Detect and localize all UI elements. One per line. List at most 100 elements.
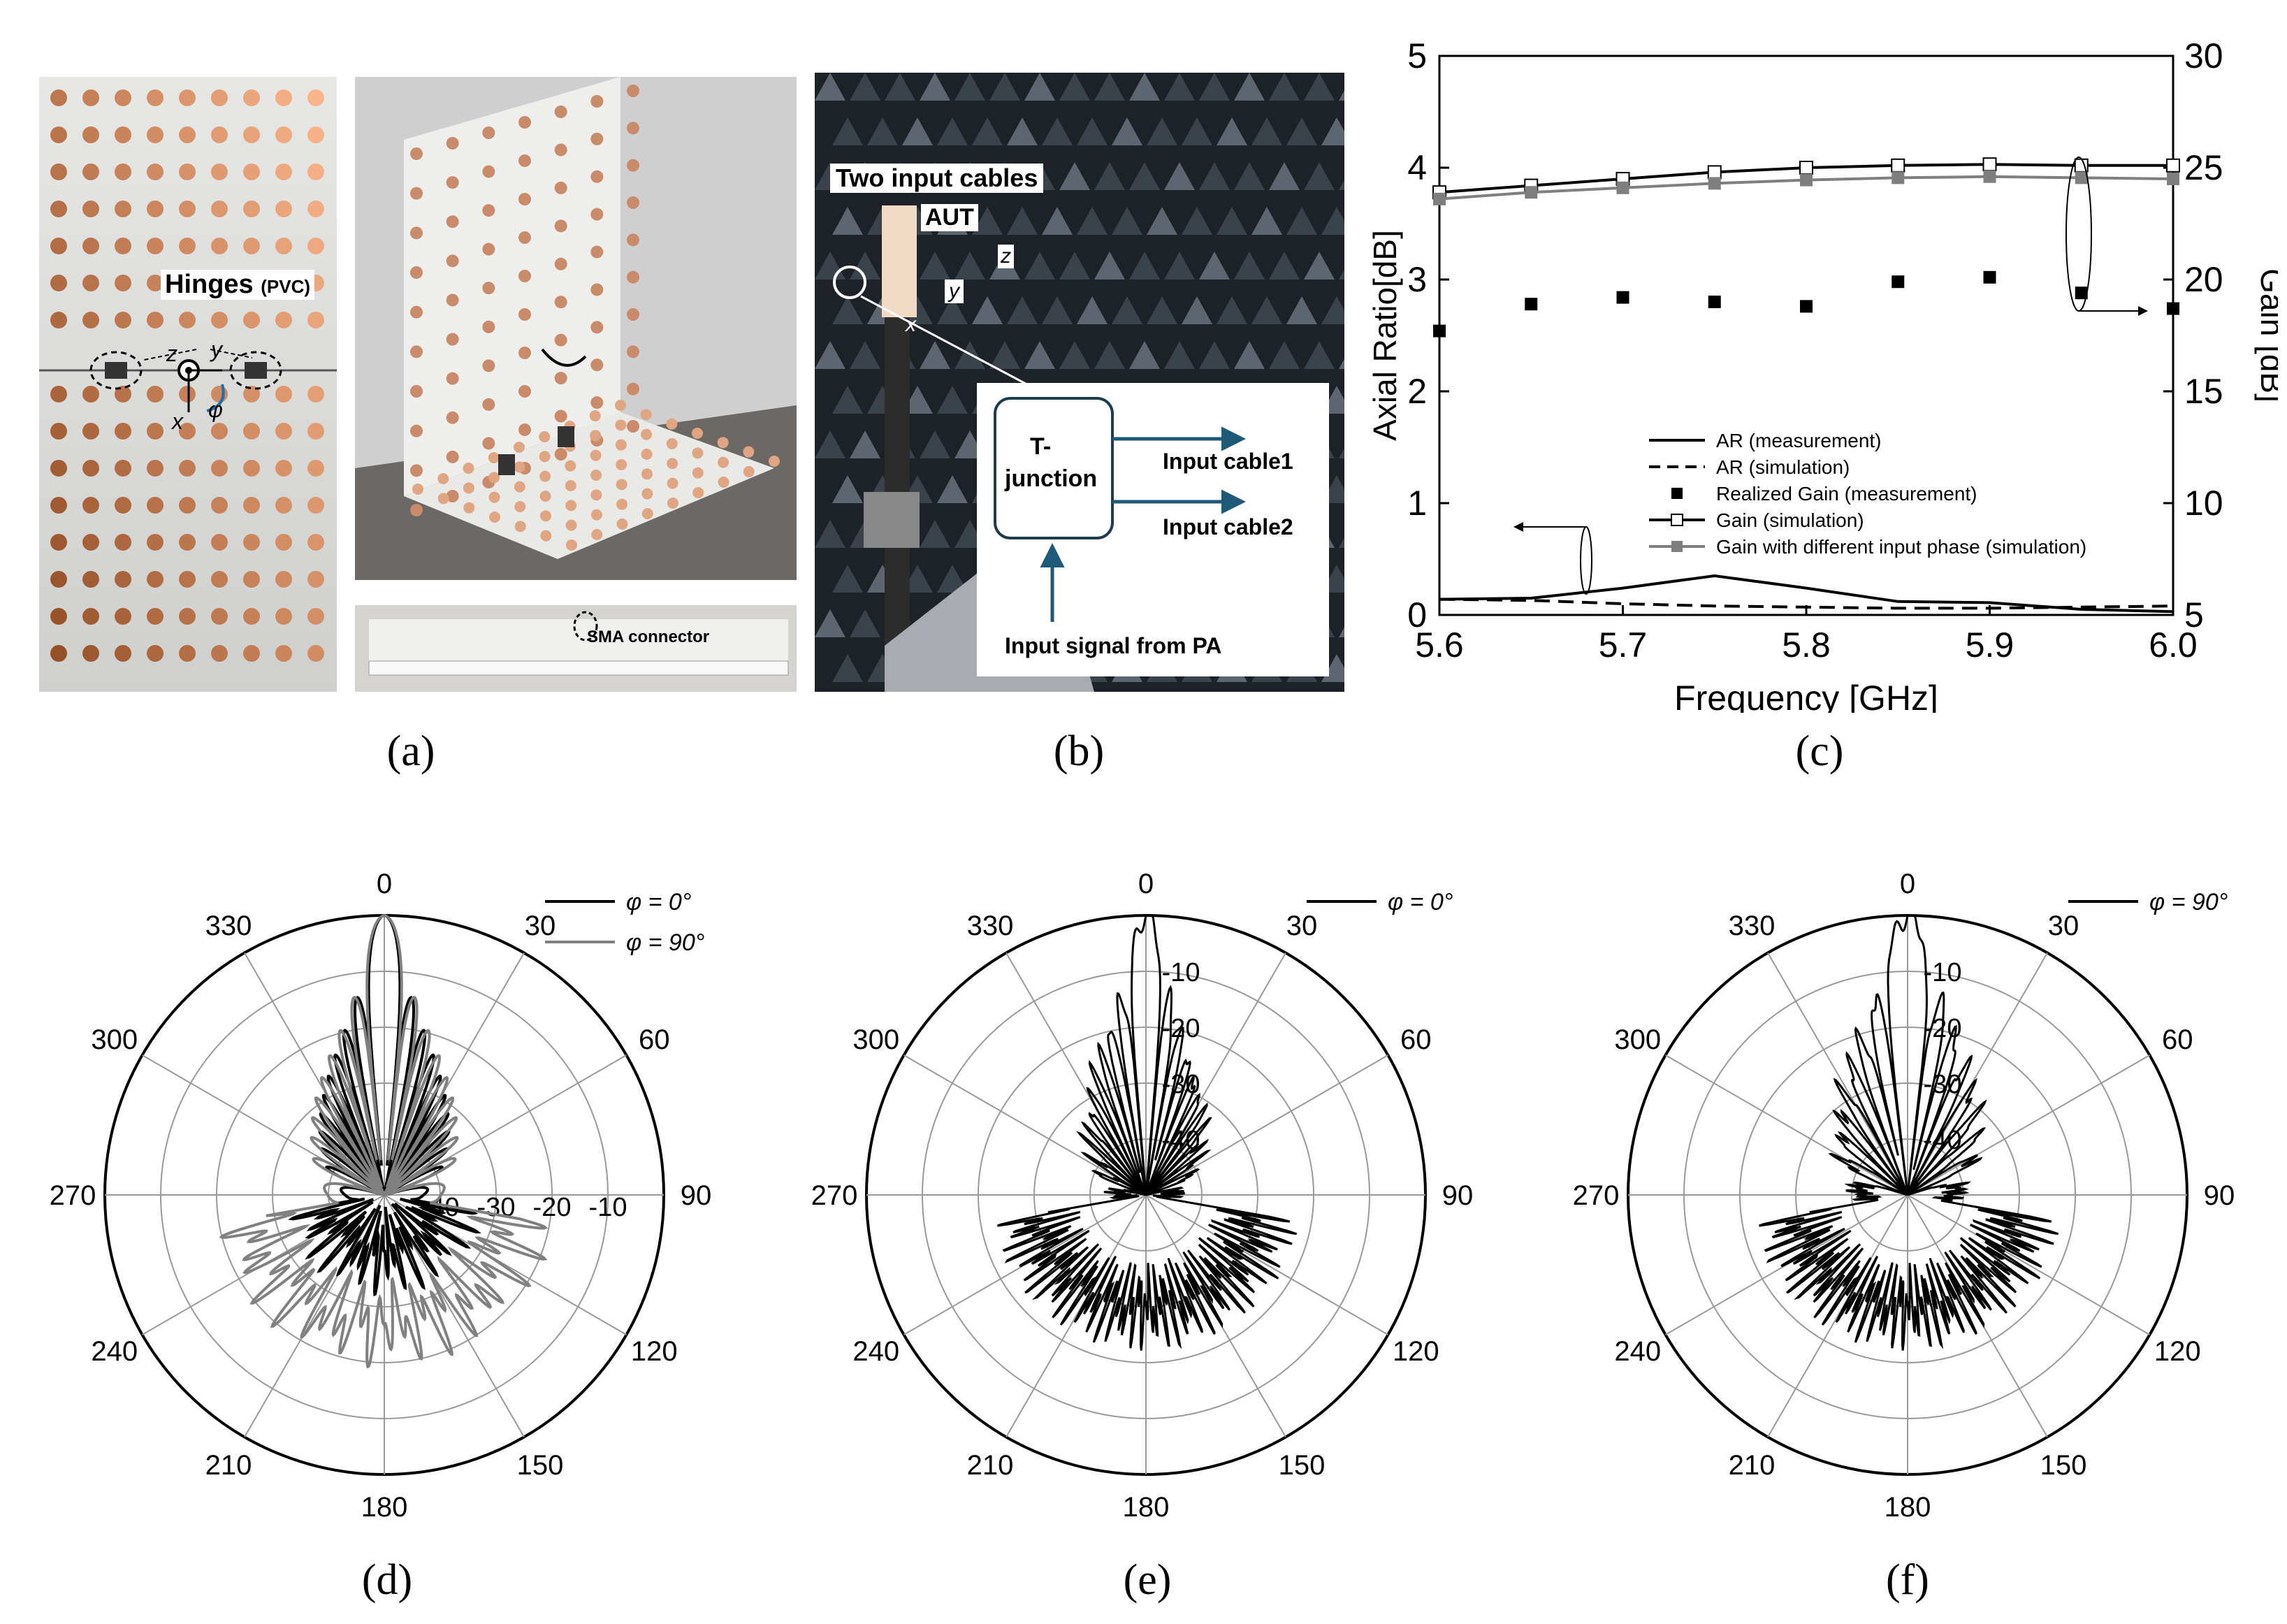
copper-patch bbox=[410, 305, 423, 319]
absorber-cone bbox=[954, 73, 985, 101]
absorber-cone bbox=[1269, 73, 1300, 101]
y2-tick-label: 10 bbox=[2184, 484, 2223, 523]
copper-patch bbox=[179, 571, 196, 588]
polar-angle-label: 150 bbox=[2040, 1450, 2087, 1481]
axis-y-label: y bbox=[211, 337, 222, 362]
tjunction-line1: T- bbox=[1030, 433, 1052, 460]
copper-patch bbox=[539, 431, 551, 442]
copper-patch bbox=[82, 423, 99, 440]
copper-patch bbox=[446, 490, 459, 502]
absorber-cone bbox=[1182, 207, 1212, 235]
gain-simulation-point bbox=[1891, 158, 1905, 173]
copper-patch bbox=[590, 170, 604, 183]
absorber-cone bbox=[1059, 341, 1090, 369]
chart-e-svg: 0306090120150180210240270300330-10-20-30… bbox=[811, 869, 1474, 1523]
copper-patch bbox=[275, 126, 292, 143]
polar-radial-label: -10 bbox=[1162, 958, 1200, 987]
copper-patch bbox=[540, 530, 552, 542]
copper-patch bbox=[211, 571, 228, 588]
polar-grid-spoke bbox=[1907, 1194, 2150, 1335]
absorber-cone bbox=[1339, 627, 1344, 637]
copper-patch bbox=[275, 497, 292, 514]
copper-patch bbox=[518, 308, 531, 321]
copper-patch bbox=[82, 386, 99, 403]
polar-angle-label: 0 bbox=[377, 869, 392, 899]
copper-patch bbox=[115, 275, 131, 291]
y2-tick-label: 15 bbox=[2184, 372, 2223, 411]
absorber-cone bbox=[832, 654, 863, 682]
absorber-cone bbox=[1182, 296, 1212, 324]
copper-patch bbox=[307, 534, 324, 551]
absorber-cone bbox=[1077, 117, 1108, 145]
copper-patch bbox=[307, 608, 324, 625]
copper-patch bbox=[488, 472, 500, 484]
absorber-cone bbox=[850, 609, 880, 637]
copper-patch bbox=[446, 254, 459, 268]
copper-patch bbox=[539, 470, 551, 482]
absorber-cone bbox=[1339, 269, 1344, 280]
copper-patch bbox=[82, 534, 99, 551]
copper-patch bbox=[641, 449, 653, 460]
gain-phase-point bbox=[2075, 171, 2088, 184]
copper-patch bbox=[82, 238, 99, 254]
copper-patch bbox=[518, 116, 531, 129]
copper-patch bbox=[539, 451, 551, 463]
copper-patch bbox=[463, 502, 475, 514]
copper-patch bbox=[211, 312, 228, 328]
copper-patch bbox=[410, 464, 423, 477]
polar-grid-spoke bbox=[1907, 952, 2048, 1196]
copper-patch bbox=[627, 196, 639, 209]
polar-grid-spoke bbox=[1145, 1194, 1388, 1335]
copper-patch bbox=[179, 645, 196, 662]
copper-patch bbox=[115, 534, 131, 551]
absorber-cone bbox=[1234, 73, 1265, 101]
absorber-cone bbox=[1234, 341, 1265, 369]
polar-angle-label: 150 bbox=[517, 1450, 564, 1481]
copper-patch bbox=[243, 89, 260, 106]
absorber-cone bbox=[1024, 73, 1055, 101]
hinges-text: Hinges bbox=[165, 270, 254, 299]
flat-panel-dots bbox=[39, 77, 337, 692]
copper-patch bbox=[147, 497, 164, 514]
copper-patch bbox=[211, 534, 228, 551]
absorber-cone bbox=[1094, 162, 1125, 190]
copper-patch bbox=[50, 201, 67, 217]
absorber-cone bbox=[1217, 117, 1247, 145]
copper-patch bbox=[627, 85, 639, 97]
copper-patch bbox=[50, 497, 67, 514]
copper-patch bbox=[275, 608, 292, 625]
copper-patch bbox=[565, 500, 577, 512]
gain-phase-point bbox=[1433, 192, 1446, 205]
copper-patch bbox=[482, 165, 495, 178]
polar-radial-label: -10 bbox=[1924, 958, 1962, 987]
copper-patch bbox=[275, 423, 292, 440]
absorber-cone bbox=[832, 207, 863, 235]
axis-phi-label: φ bbox=[208, 397, 223, 422]
copper-patch bbox=[482, 282, 495, 295]
copper-patch bbox=[482, 320, 495, 333]
copper-patch bbox=[463, 463, 474, 474]
polar-angle-label: 300 bbox=[852, 1024, 899, 1055]
copper-patch bbox=[641, 468, 653, 480]
b-axis-x-label: x bbox=[906, 313, 916, 336]
copper-patch bbox=[82, 645, 99, 662]
legend-swatch bbox=[1671, 488, 1683, 499]
polar-angle-label: 150 bbox=[1279, 1450, 1326, 1481]
absorber-cone bbox=[972, 207, 1003, 235]
absorber-cone bbox=[954, 252, 985, 280]
absorber-cone bbox=[1129, 73, 1160, 101]
copper-patch bbox=[615, 439, 627, 451]
copper-patch bbox=[243, 460, 260, 477]
absorber-cone bbox=[1147, 296, 1177, 324]
copper-patch bbox=[275, 460, 292, 477]
axis-z-label: z bbox=[166, 341, 177, 366]
absorber-cone bbox=[1042, 207, 1073, 235]
copper-patch bbox=[179, 126, 196, 143]
ar-group-ellipse bbox=[1580, 526, 1592, 595]
copper-patch bbox=[554, 181, 567, 194]
copper-patch bbox=[590, 430, 602, 442]
x-tick-label: 5.6 bbox=[1415, 625, 1464, 665]
copper-patch bbox=[243, 386, 260, 403]
absorber-cone bbox=[850, 252, 880, 280]
